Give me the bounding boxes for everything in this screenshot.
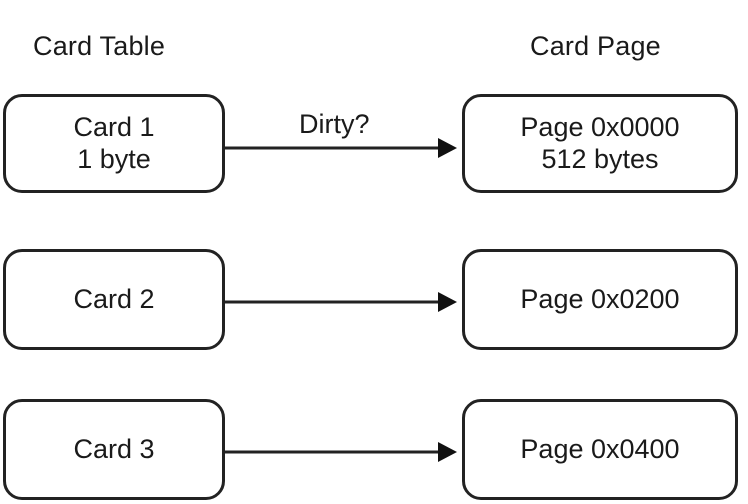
card-node-3[interactable]: Card 3 <box>3 399 225 500</box>
column-header-card-page: Card Page <box>530 31 661 61</box>
card-node-1[interactable]: Card 1 1 byte <box>3 94 225 193</box>
connector-row-2 <box>222 290 462 314</box>
edge-label-dirty: Dirty? <box>299 109 370 139</box>
page-node-2[interactable]: Page 0x0200 <box>462 249 738 350</box>
page-node-3[interactable]: Page 0x0400 <box>462 399 738 500</box>
arrow-right-icon <box>222 138 457 158</box>
card-node-2[interactable]: Card 2 <box>3 249 225 350</box>
card-node-1-subtitle: 1 byte <box>77 143 151 174</box>
page-node-1-title: Page 0x0000 <box>520 112 680 143</box>
page-node-3-title: Page 0x0400 <box>520 433 680 464</box>
connector-row-1 <box>222 136 462 160</box>
page-node-1-subtitle: 512 bytes <box>541 143 659 174</box>
arrow-right-icon <box>222 442 457 462</box>
card-node-1-title: Card 1 <box>73 112 155 143</box>
card-node-3-title: Card 3 <box>73 433 155 464</box>
page-node-2-title: Page 0x0200 <box>520 283 680 314</box>
connector-row-3 <box>222 440 462 464</box>
card-node-2-title: Card 2 <box>73 283 155 314</box>
arrow-right-icon <box>222 292 457 312</box>
column-header-card-table: Card Table <box>33 31 166 61</box>
page-node-1[interactable]: Page 0x0000 512 bytes <box>462 94 738 193</box>
